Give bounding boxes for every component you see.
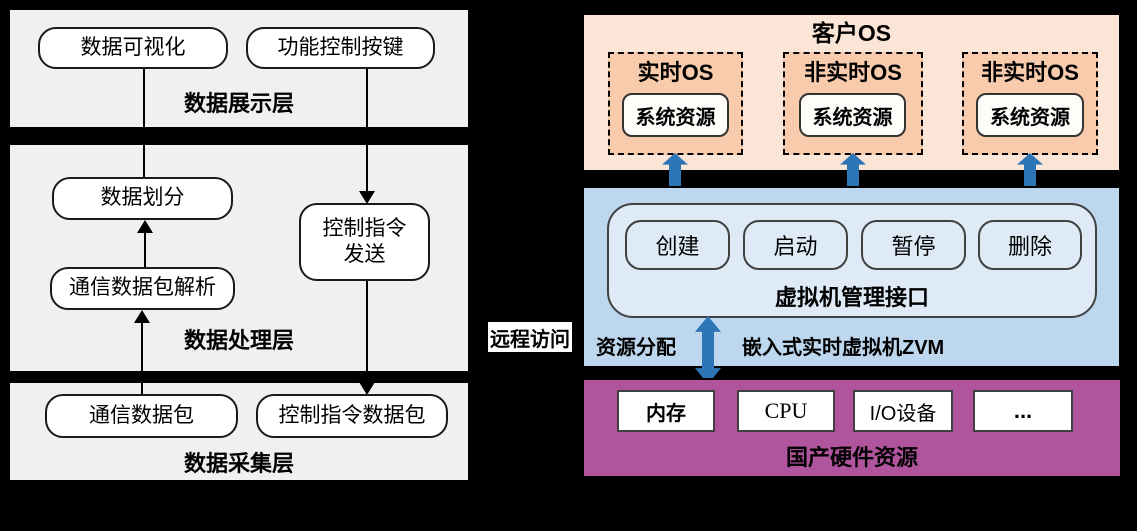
arrowhead-down-cmdpacket	[359, 382, 375, 395]
vm-interface-label: 虚拟机管理接口	[774, 285, 929, 310]
nonrtos1-resource-box: 系统资源	[799, 93, 906, 137]
arrowhead-up-partition	[137, 220, 153, 233]
double-arrow-rtos-vm-icon	[662, 153, 688, 203]
collect-layer-label: 数据采集层	[183, 451, 294, 476]
node-packet-parse-label: 通信数据包解析	[69, 276, 216, 300]
resource-alloc-label: 资源分配	[596, 337, 676, 359]
display-layer-label: 数据展示层	[183, 91, 294, 116]
node-cmd-send: 控制指令发送	[299, 203, 430, 281]
node-data-visualization-label: 数据可视化	[80, 35, 186, 59]
double-arrow-vm-hardware-icon	[695, 316, 721, 384]
line-commpacket-parse	[141, 322, 143, 394]
node-packet-parse: 通信数据包解析	[50, 267, 235, 310]
rtos-title: 实时OS	[637, 60, 714, 85]
arrowhead-down-cmdsend	[359, 191, 375, 204]
line-visualization-partition	[143, 69, 145, 177]
hardware-label: 国产硬件资源	[785, 445, 918, 470]
rtos-resource-box: 系统资源	[622, 93, 729, 137]
node-function-controls: 功能控制按键	[246, 27, 435, 69]
double-arrow-nonrtos2-vm-icon	[1017, 153, 1043, 203]
hw-memory-box: 内存	[617, 390, 715, 432]
line-cmdsend-cmdpacket	[366, 280, 368, 383]
line-controls-cmdsend	[366, 69, 368, 193]
node-data-partition-label: 数据划分	[100, 186, 185, 210]
guest-os-title: 客户OS	[811, 20, 892, 46]
node-data-visualization: 数据可视化	[38, 27, 228, 69]
remote-access-label: 远程访问	[488, 322, 572, 352]
zvm-label: 嵌入式实时虚拟机ZVM	[742, 337, 945, 359]
node-comm-packet: 通信数据包	[45, 394, 238, 438]
nonrtos2-resource-box: 系统资源	[976, 93, 1084, 137]
nonrtos1-title: 非实时OS	[804, 60, 902, 85]
node-cmd-send-label: 控制指令发送	[322, 216, 407, 266]
node-function-controls-label: 功能控制按键	[277, 35, 404, 59]
node-cmd-packet: 控制指令数据包	[256, 394, 448, 438]
line-parse-partition	[144, 232, 146, 267]
nonrtos2-title: 非实时OS	[981, 60, 1079, 85]
vm-delete-button: 删除	[978, 220, 1082, 270]
arrowhead-up-parse	[134, 310, 150, 323]
hw-io-box: I/O设备	[853, 390, 953, 432]
vm-start-button: 启动	[743, 220, 848, 270]
process-layer-label: 数据处理层	[183, 328, 294, 353]
hw-cpu-box: CPU	[737, 390, 835, 432]
hw-more-box: ...	[973, 390, 1073, 432]
node-cmd-packet-label: 控制指令数据包	[278, 403, 426, 427]
node-data-partition: 数据划分	[52, 177, 233, 220]
vm-pause-button: 暂停	[861, 220, 966, 270]
node-comm-packet-label: 通信数据包	[89, 403, 194, 427]
vm-create-button: 创建	[625, 220, 730, 270]
double-arrow-nonrtos1-vm-icon	[840, 153, 866, 203]
